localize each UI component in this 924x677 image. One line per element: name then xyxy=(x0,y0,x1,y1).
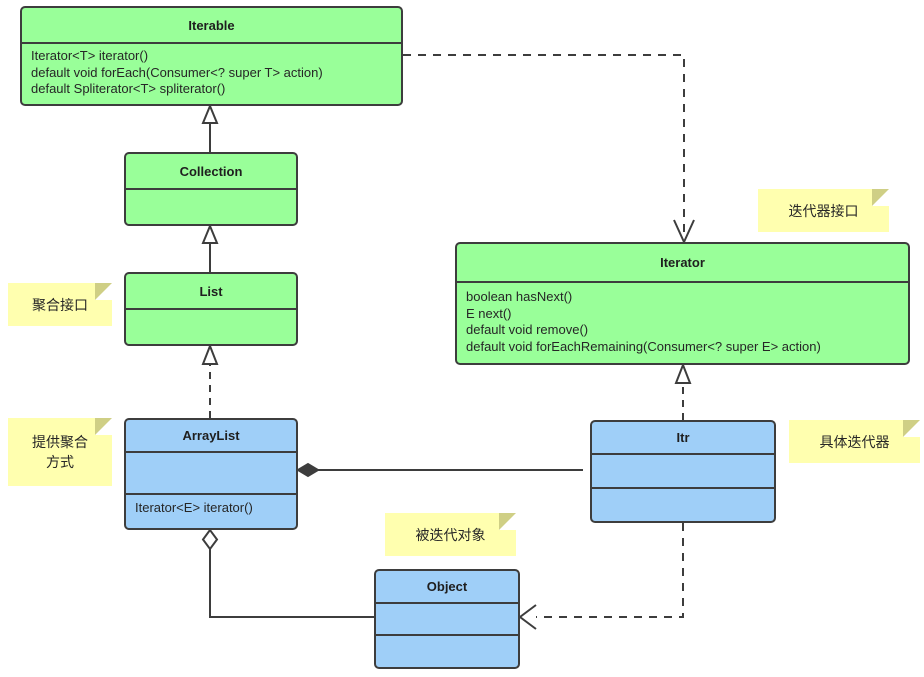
class-members-arraylist: Iterator<E> iterator() xyxy=(135,500,253,515)
class-members-collection xyxy=(126,190,296,224)
note-aggregate-interface-text: 聚合接口 xyxy=(32,296,88,313)
class-title-iterator: Iterator xyxy=(457,244,908,283)
class-box-arraylist[interactable]: ArrayList Iterator<E> iterator() xyxy=(124,418,298,530)
edge-iterable-depends-iterator xyxy=(403,54,695,245)
note-iterated-object[interactable]: 被迭代对象 xyxy=(385,513,516,556)
edge-arraylist-composes-itr xyxy=(296,462,583,478)
note-fold-corner-icon xyxy=(872,189,889,206)
class-members-object xyxy=(376,636,518,667)
class-box-collection[interactable]: Collection xyxy=(124,152,298,226)
note-fold-corner-icon xyxy=(95,418,112,435)
class-attributes-arraylist xyxy=(126,453,296,495)
edge-collection-extends-iterable xyxy=(201,103,219,152)
note-provide-aggregate-way-text: 提供聚合 方式 xyxy=(32,434,88,470)
note-aggregate-interface[interactable]: 聚合接口 xyxy=(8,283,112,326)
class-attributes-object xyxy=(376,604,518,636)
edge-arraylist-implements-list xyxy=(201,343,219,418)
class-box-object[interactable]: Object xyxy=(374,569,520,669)
note-concrete-iterator[interactable]: 具体迭代器 xyxy=(789,420,920,463)
class-title-list: List xyxy=(126,274,296,310)
edge-arraylist-aggregates-object xyxy=(201,528,374,618)
class-attributes-itr xyxy=(592,455,774,489)
note-iterator-interface[interactable]: 迭代器接口 xyxy=(758,189,889,232)
note-fold-corner-icon xyxy=(499,513,516,530)
class-title-object: Object xyxy=(376,571,518,604)
class-members-iterable: Iterator<T> iterator() default void forE… xyxy=(31,48,323,96)
class-box-itr[interactable]: Itr xyxy=(590,420,776,523)
class-members-iterator: boolean hasNext() E next() default void … xyxy=(466,289,821,354)
class-members-list xyxy=(126,310,296,344)
note-iterated-object-text: 被迭代对象 xyxy=(415,526,486,543)
class-title-itr: Itr xyxy=(592,422,774,455)
class-box-list[interactable]: List xyxy=(124,272,298,346)
note-provide-aggregate-way[interactable]: 提供聚合 方式 xyxy=(8,418,112,486)
class-title-iterable: Iterable xyxy=(22,8,401,44)
class-title-arraylist: ArrayList xyxy=(126,420,296,453)
note-iterator-interface-text: 迭代器接口 xyxy=(788,202,859,219)
class-title-collection: Collection xyxy=(126,154,296,190)
edge-itr-depends-object xyxy=(518,523,684,630)
class-members-itr xyxy=(592,489,774,521)
class-box-iterator[interactable]: Iterator boolean hasNext() E next() defa… xyxy=(455,242,910,365)
note-fold-corner-icon xyxy=(903,420,920,437)
class-box-iterable[interactable]: Iterable Iterator<T> iterator() default … xyxy=(20,6,403,106)
note-concrete-iterator-text: 具体迭代器 xyxy=(819,433,890,450)
edge-itr-implements-iterator xyxy=(674,362,692,420)
note-fold-corner-icon xyxy=(95,283,112,300)
edge-list-extends-collection xyxy=(201,223,219,272)
